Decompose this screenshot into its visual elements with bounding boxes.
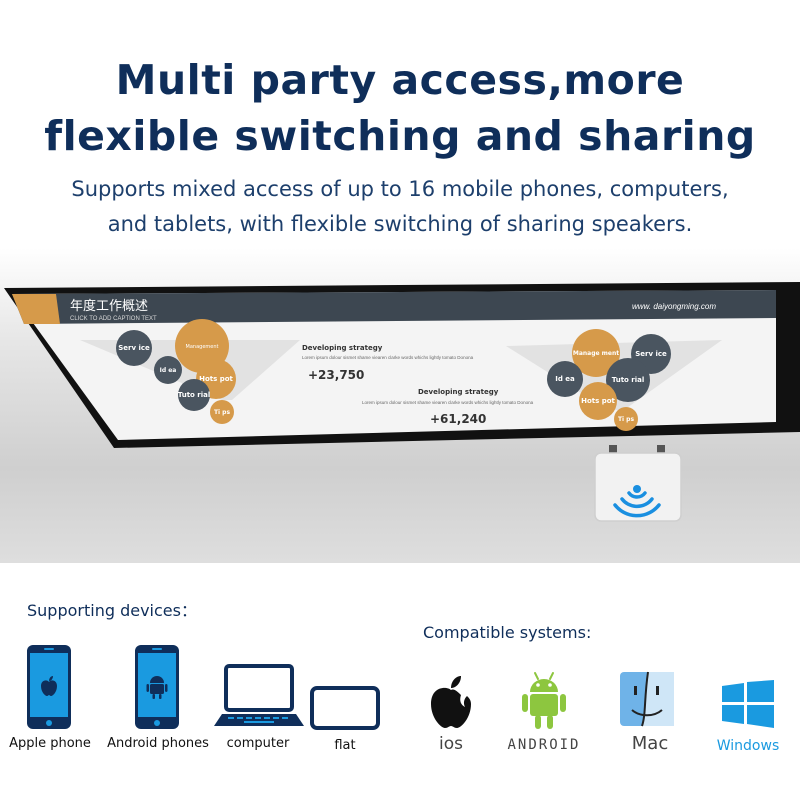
headline-line-1: Multi party access,more <box>115 56 685 104</box>
left-bubble-5 <box>178 379 210 411</box>
wifi-signal-icon <box>613 485 661 518</box>
right-bubble-5 <box>579 382 617 420</box>
right-bubble-3 <box>547 361 583 397</box>
left-bubble-1 <box>116 330 152 366</box>
android-robot-icon <box>522 672 566 729</box>
subheadline-line-1: Supports mixed access of up to 16 mobile… <box>71 177 729 201</box>
windows-logo-icon <box>722 680 774 728</box>
right-bubble-6 <box>614 407 638 431</box>
system-label-windows: Windows <box>716 738 780 754</box>
right-bubble-3-label: Id ea <box>555 375 575 383</box>
slide-caption: CLICK TO ADD CAPTION TEXT <box>70 316 157 322</box>
headline: Multi party access,more flexible switchi… <box>0 52 800 164</box>
subheadline-line-2: and tablets, with flexible switching of … <box>107 212 693 236</box>
slide-accent <box>12 294 60 324</box>
device-label-android-phones: Android phones <box>107 736 209 751</box>
system-label-android: ANDROID <box>507 737 581 753</box>
apple-logo-icon <box>431 676 471 728</box>
block2-heading: Developing strategy <box>418 388 499 396</box>
right-bubble-1 <box>572 329 620 377</box>
right-bubble-4-label: Tuto rial <box>612 376 645 384</box>
tablet-icon <box>310 686 380 730</box>
right-bubble-1-label: Manage ment <box>573 350 619 357</box>
system-label-mac: Mac <box>631 733 669 754</box>
android-phone-icon <box>135 645 179 729</box>
right-bubble-4 <box>606 358 650 402</box>
block2-body: Lorem ipsum dolour sismet shame viearen … <box>362 400 534 405</box>
tv-screen: 年度工作概述 CLICK TO ADD CAPTION TEXT www. da… <box>0 282 800 462</box>
slide-title-bar <box>12 290 776 324</box>
system-label-ios: ios <box>439 734 463 754</box>
mac-finder-icon <box>620 671 674 727</box>
apple-phone-icon <box>27 645 71 729</box>
tv-svg: 年度工作概述 CLICK TO ADD CAPTION TEXT www. da… <box>4 282 800 448</box>
slide-title: 年度工作概述 <box>70 298 148 314</box>
device-label-computer: computer <box>226 736 290 751</box>
device-label-flat: flat <box>334 738 356 753</box>
left-bubble-4-label: Hots pot <box>199 375 233 383</box>
block1-body: Lorem ipsum dolour sismet shame viearen … <box>302 355 474 360</box>
block1-value: +23,750 <box>308 368 364 382</box>
left-bubble-3 <box>154 356 182 384</box>
block2-value: +61,240 <box>430 412 486 426</box>
supporting-devices-label: Supporting devices： <box>27 601 197 620</box>
laptop-icon <box>214 664 304 726</box>
slide-url: www. daiyongming.com <box>632 302 716 311</box>
right-bubble-6-label: Ti ps <box>618 416 635 423</box>
wireless-dongle <box>594 445 682 522</box>
right-bubble-2-label: Serv ice <box>635 350 667 358</box>
product-scene: 年度工作概述 CLICK TO ADD CAPTION TEXT www. da… <box>0 248 800 563</box>
left-bubble-1-label: Serv ice <box>118 344 150 352</box>
left-bubble-5-label: Tuto rial <box>178 391 211 399</box>
headline-line-2: flexible switching and sharing <box>44 112 756 160</box>
subheadline: Supports mixed access of up to 16 mobile… <box>0 172 800 242</box>
left-bubble-6-label: Ti ps <box>214 409 231 416</box>
right-bubble-5-label: Hots pot <box>581 397 615 405</box>
left-bubble-3-label: Id ea <box>160 367 177 374</box>
left-bubble-2-label: Management <box>186 344 219 350</box>
device-label-apple-phone: Apple phone <box>9 736 91 751</box>
block1-heading: Developing strategy <box>302 344 383 352</box>
compatible-systems-label: Compatible systems: <box>423 623 592 642</box>
dongle-port-right <box>657 445 665 457</box>
dongle-port-left <box>609 445 617 457</box>
left-bubble-6 <box>210 400 234 424</box>
